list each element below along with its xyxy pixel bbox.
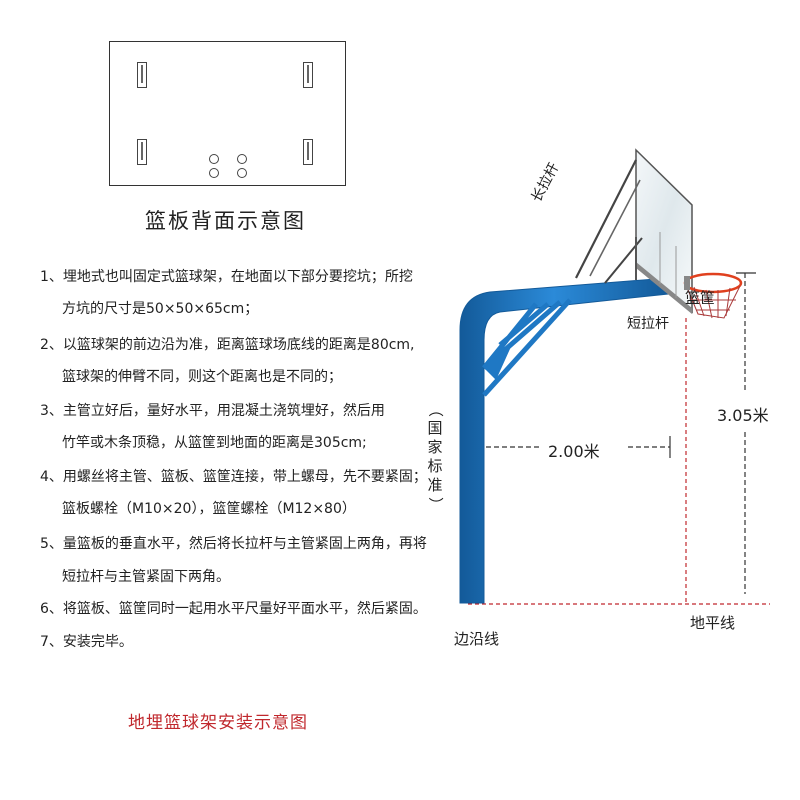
backboard-view-title: 篮板背面示意图 [145, 209, 306, 233]
step-5-line-2: 短拉杆与主管紧固下两角。 [62, 569, 230, 585]
hoop-bolt-hole [237, 154, 247, 164]
bolt-slot-top-right [303, 62, 313, 88]
hoop-bolt-hole [209, 168, 219, 178]
long-tension-rod [575, 159, 637, 279]
diagram-main-title: 地埋篮球架安装示意图 [128, 713, 308, 733]
backboard-frame-bottom [636, 262, 692, 314]
step-2-line-1: 2、以篮球架的前边沿为准，距离篮球场底线的距离是80cm, [40, 337, 415, 353]
bolt-slot-bottom-left [137, 139, 147, 165]
step-4-line-2: 篮板螺栓（M10×20），篮筐螺栓（M12×80） [62, 501, 356, 517]
step-3-line-1: 3、主管立好后，量好水平，用混凝土浇筑埋好，然后用 [40, 403, 385, 419]
long-tension-rod [589, 179, 641, 277]
step-5-line-1: 5、量篮板的垂直水平，然后将长拉杆与主管紧固上两角，再将 [40, 536, 427, 552]
bolt-slot-bottom-right [303, 139, 313, 165]
national-standard-label: （国家标准） [426, 401, 445, 512]
hoop-bolt-hole [237, 168, 247, 178]
step-6-line-1: 6、将篮板、篮筐同时一起用水平尺量好平面水平，然后紧固。 [40, 601, 427, 617]
short-rod-label: 短拉杆 [627, 316, 669, 332]
height-dimension-label: 3.05米 [717, 406, 769, 425]
hoop-bracket [684, 276, 690, 290]
arm-truss-brace [482, 298, 572, 397]
hoop-label: 篮筐 [685, 289, 716, 307]
step-2-line-2: 篮球架的伸臂不同，则这个距离也是不同的； [62, 369, 342, 385]
hoop-net [685, 284, 741, 319]
backboard-back-view [109, 41, 346, 186]
bolt-slot-top-left [137, 62, 147, 88]
step-3-line-2: 竹竿或木条顶稳，从篮筐到地面的距离是305cm; [62, 435, 367, 451]
edge-line-label: 边沿线 [454, 630, 500, 648]
hoop-bolt-hole [209, 154, 219, 164]
step-7-line-1: 7、安装完毕。 [40, 634, 133, 650]
arm-truss-brace-shade [484, 340, 514, 380]
step-1-line-2: 方坑的尺寸是50×50×65cm； [62, 301, 259, 317]
ground-line-label: 地平线 [690, 614, 736, 632]
reach-dimension-label: 2.00米 [548, 442, 600, 461]
step-1-line-1: 1、埋地式也叫固定式篮球架，在地面以下部分要挖坑；所挖 [40, 269, 413, 285]
step-4-line-1: 4、用螺丝将主管、篮板、篮筐连接，带上螺母，先不要紧固； [40, 469, 427, 485]
